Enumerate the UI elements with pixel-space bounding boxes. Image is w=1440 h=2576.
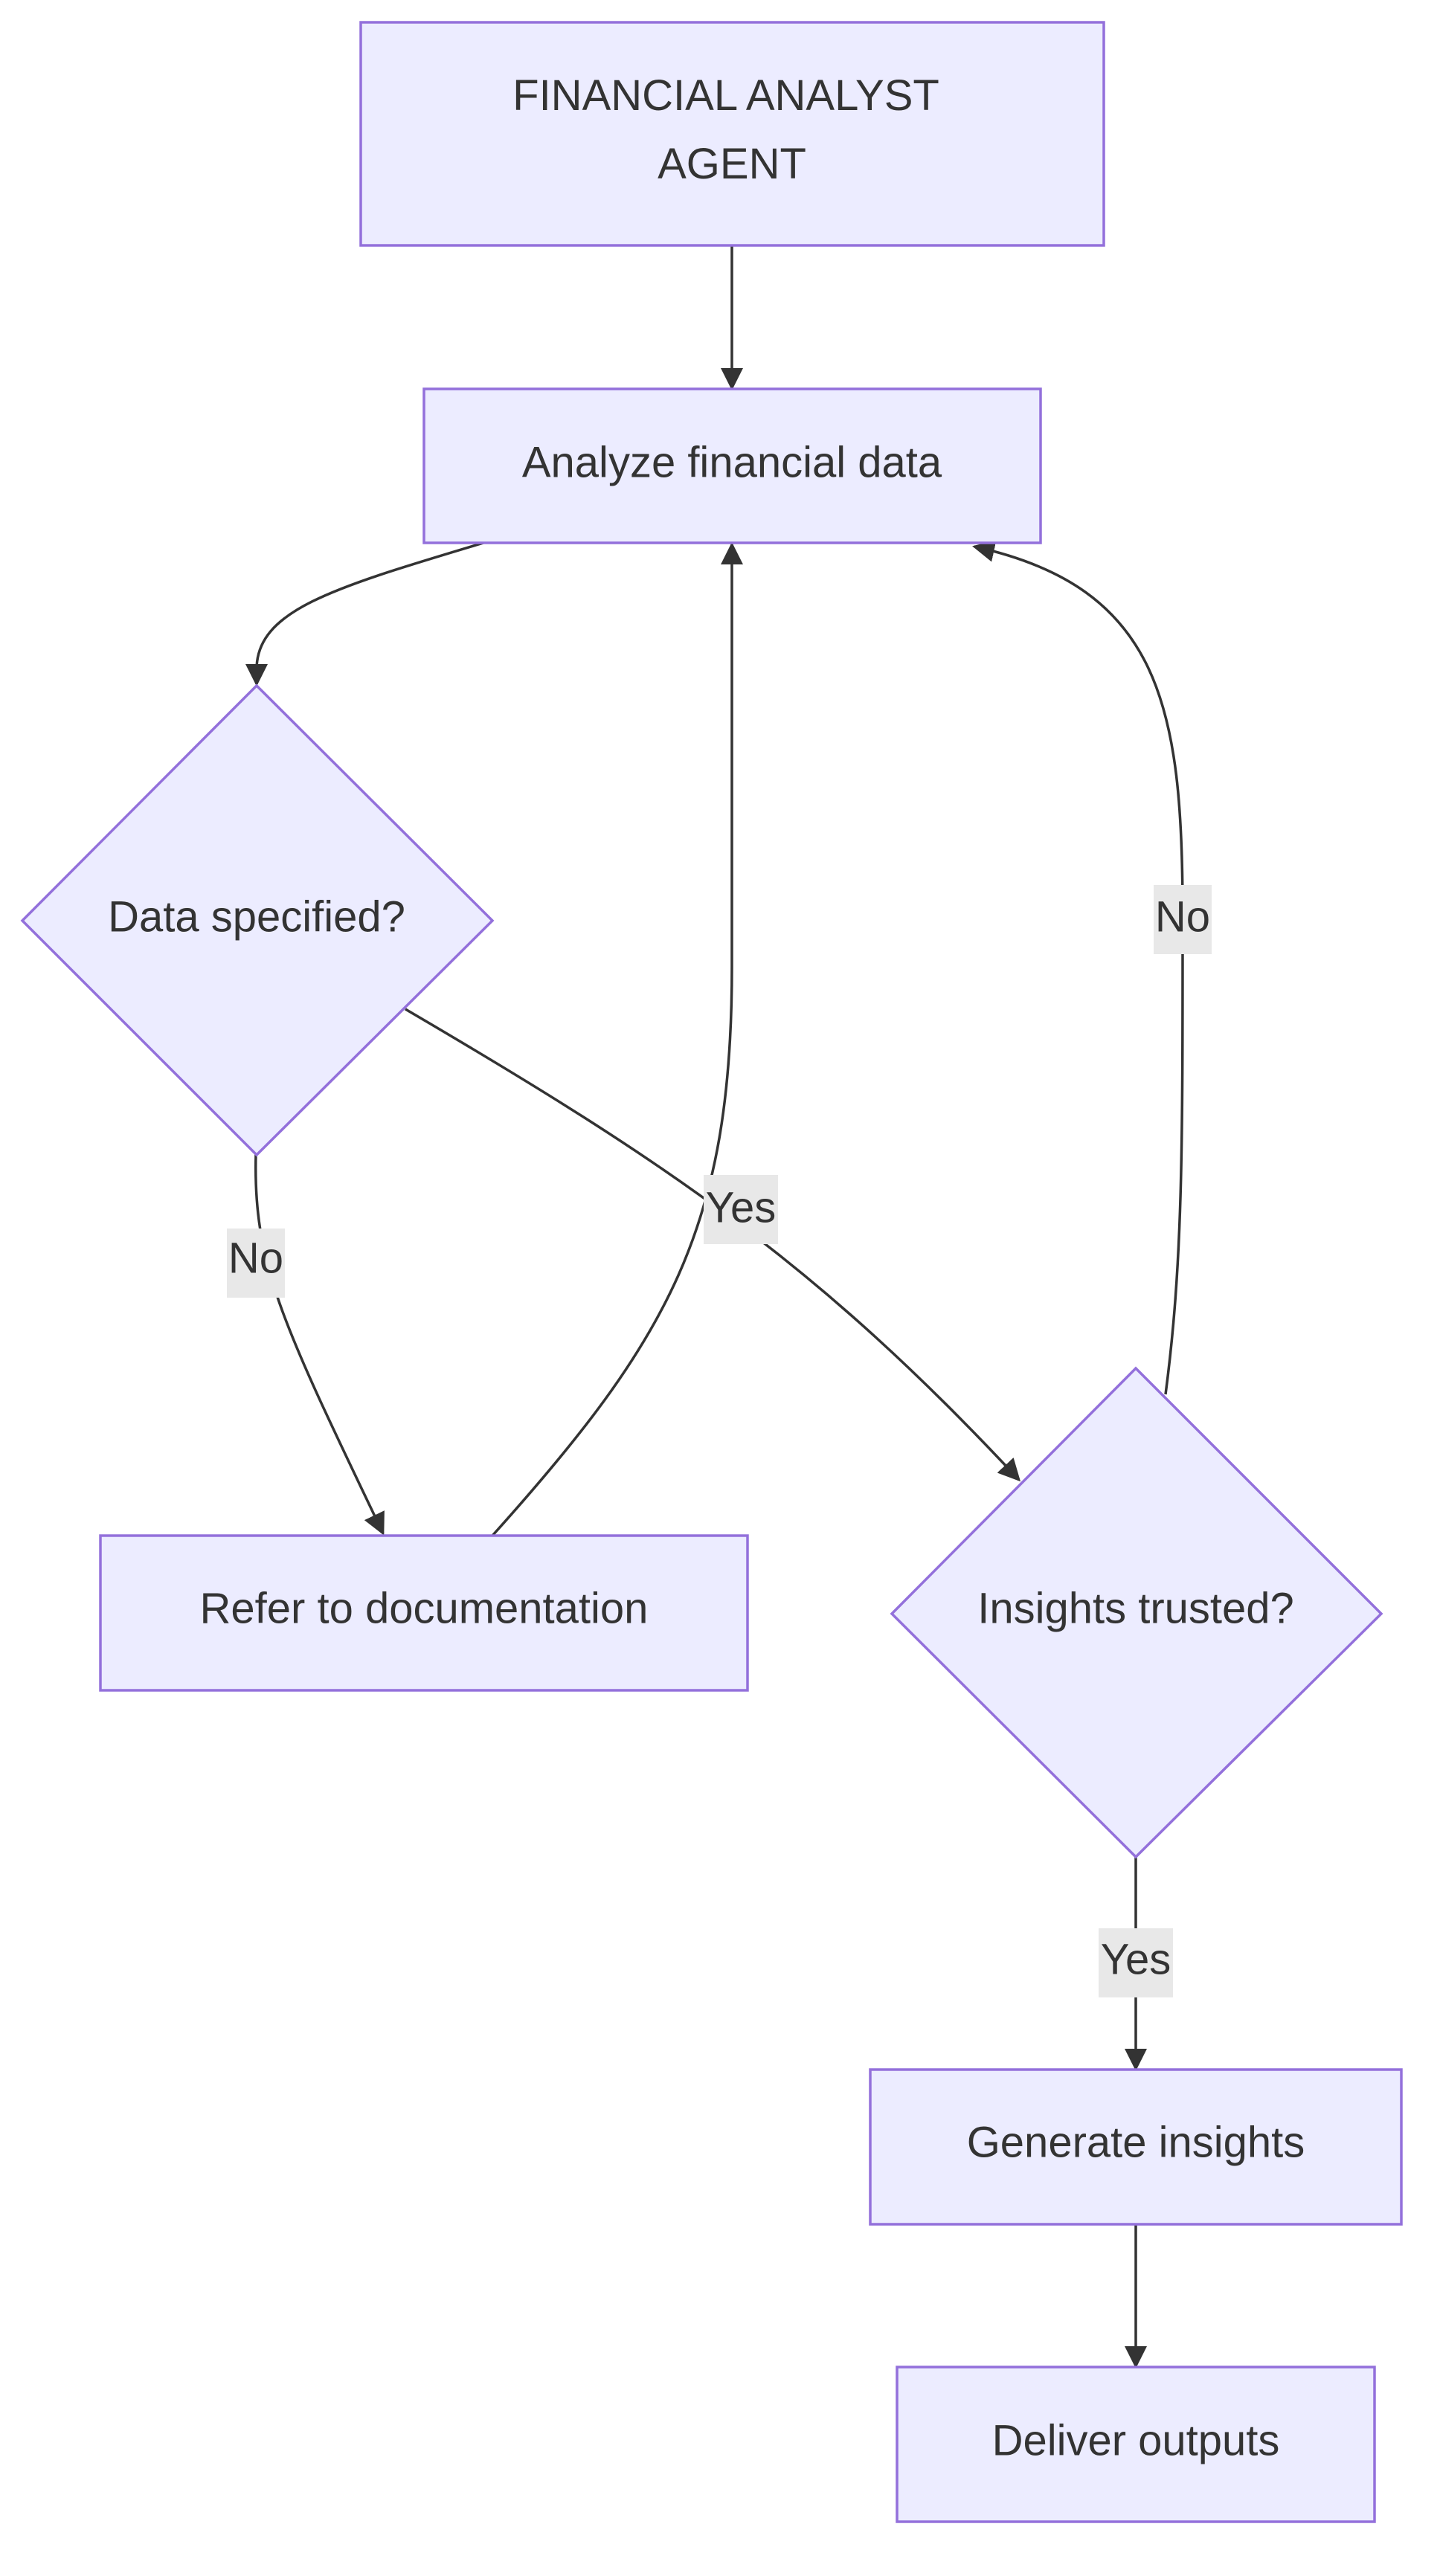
node-refer-to-documentation: Refer to documentation: [99, 1534, 749, 1692]
node-agent-label-line1: FINANCIAL ANALYST: [512, 71, 939, 120]
node-generate-label: Generate insights: [967, 2119, 1305, 2167]
node-analyze-financial-data: Analyze financial data: [422, 387, 1042, 544]
node-financial-analyst-agent: FINANCIAL ANALYST AGENT: [359, 21, 1105, 247]
node-analyze-label: Analyze financial data: [522, 439, 942, 487]
edge-data-yes-to-insights: [405, 1008, 1021, 1482]
node-data-specified: Data specified?: [20, 683, 495, 1157]
node-deliver-outputs: Deliver outputs: [896, 2366, 1376, 2523]
edge-label-data-yes-text: Yes: [706, 1184, 777, 1232]
edge-label-insights-yes: Yes: [1099, 1928, 1173, 1997]
edge-label-insights-yes-text: Yes: [1101, 1936, 1171, 1984]
node-insights-trusted: Insights trusted?: [890, 1366, 1383, 1859]
node-deliver-label: Deliver outputs: [992, 2417, 1280, 2465]
node-insights-trusted-label: Insights trusted?: [977, 1585, 1294, 1633]
node-data-specified-label: Data specified?: [108, 893, 405, 941]
edge-label-data-no: No: [227, 1229, 285, 1298]
edge-refer-to-analyze: [491, 542, 743, 1537]
edge-label-insights-no: No: [1154, 885, 1212, 954]
node-generate-insights: Generate insights: [869, 2068, 1403, 2226]
edge-label-insights-no-text: No: [1155, 893, 1210, 941]
edge-label-data-yes: Yes: [704, 1175, 778, 1244]
edge-label-data-no-text: No: [228, 1234, 283, 1283]
edge-data-no-to-refer: [254, 1153, 385, 1536]
edge-insights-no-to-analyze: [972, 540, 1184, 1395]
edge-analyze-to-data-specified: [245, 541, 484, 686]
node-refer-docs-label: Refer to documentation: [200, 1585, 649, 1633]
node-agent-label-line2: AGENT: [658, 140, 806, 188]
